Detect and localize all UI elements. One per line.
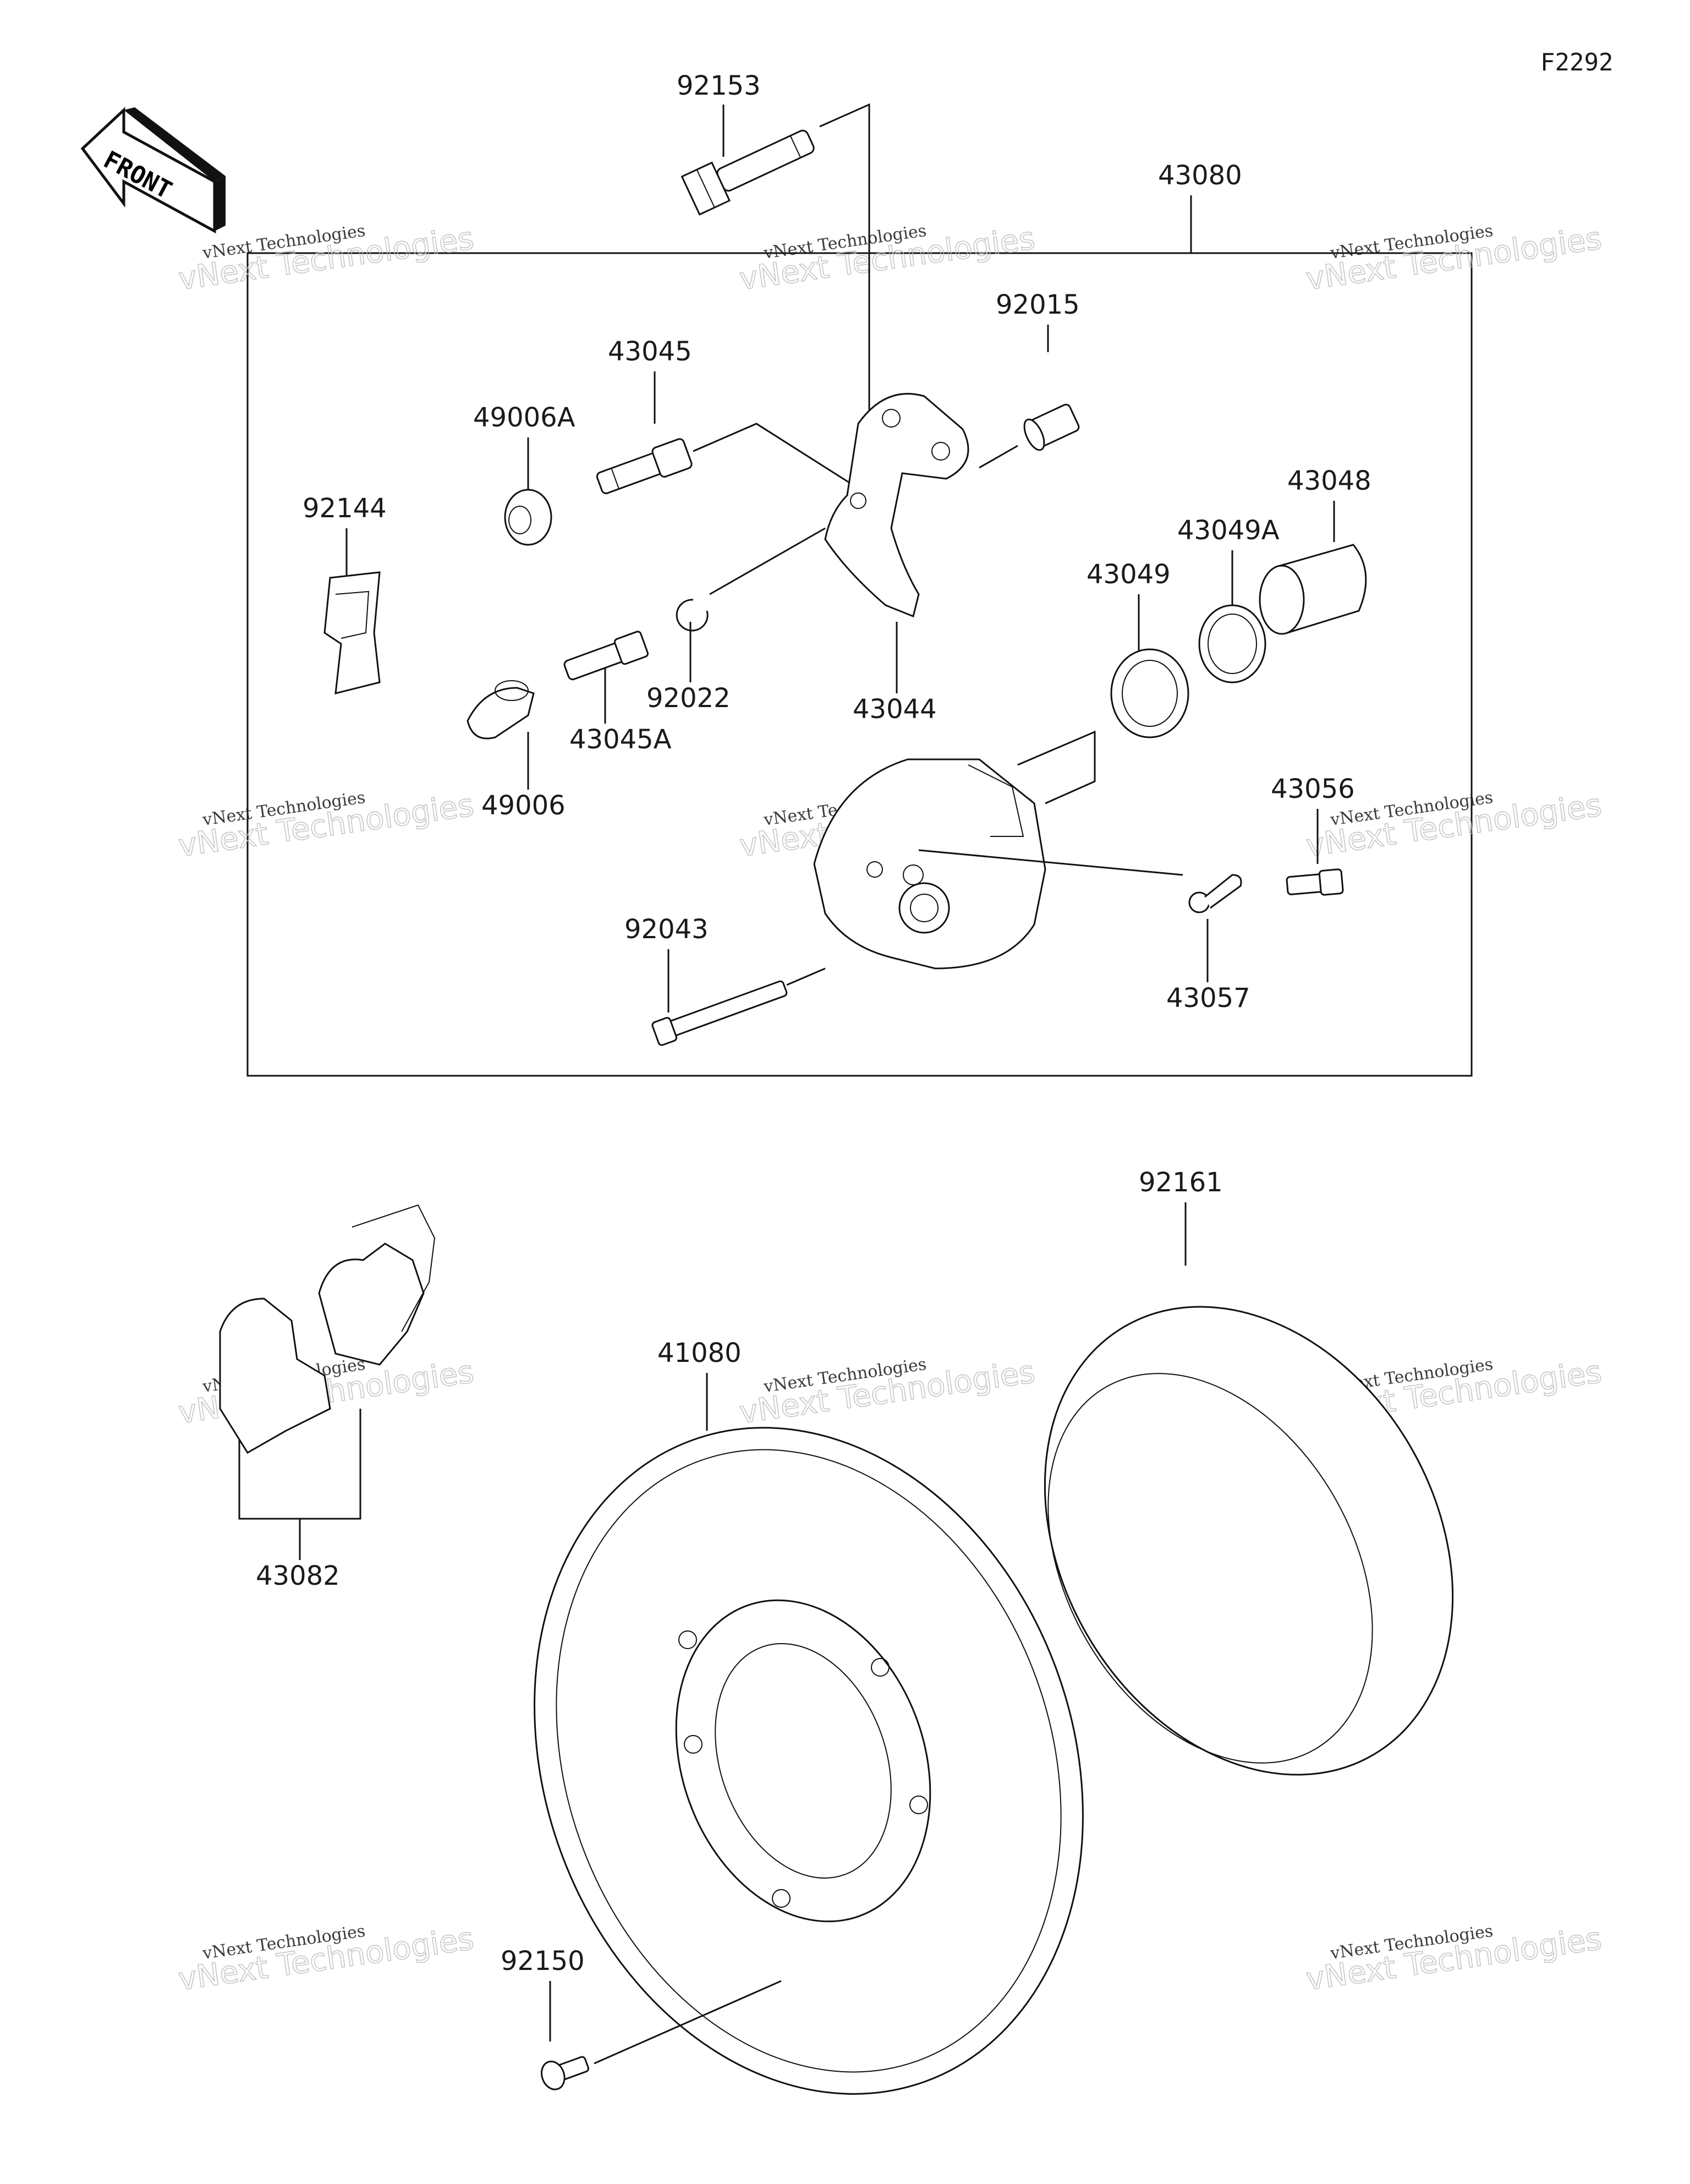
pin-43045A-icon — [563, 631, 649, 681]
brake-disc-41080-icon — [534, 1427, 1084, 2095]
part-label-43049: 43049 — [1087, 559, 1171, 663]
svg-text:92015: 92015 — [996, 289, 1080, 320]
bleeder-valve-43056-icon — [1286, 868, 1344, 896]
part-label-43044: 43044 — [853, 622, 937, 725]
watermark: vNext Technologies vNext Technologies — [176, 1920, 477, 1998]
watermark: vNext Technologies vNext Technologies — [1304, 1920, 1605, 1998]
ring-92161-icon — [1044, 1306, 1454, 1776]
svg-text:43049: 43049 — [1087, 559, 1171, 590]
leader-92153 — [819, 103, 870, 440]
part-label-43045A: 43045A — [569, 666, 672, 755]
svg-text:43045A: 43045A — [569, 724, 672, 755]
part-label-41080: 41080 — [657, 1338, 742, 1431]
part-label-92153: 92153 — [677, 70, 761, 157]
brake-pads-43082-icon — [219, 1204, 436, 1454]
svg-text:92153: 92153 — [677, 70, 761, 101]
watermark: vNext Technologies vNext Technologies — [176, 787, 477, 864]
part-label-43045: 43045 — [608, 336, 692, 424]
svg-text:92161: 92161 — [1139, 1167, 1223, 1198]
caliper-assembly-box — [246, 252, 1473, 1077]
part-label-92144: 92144 — [303, 493, 387, 581]
svg-text:92022: 92022 — [646, 683, 731, 714]
svg-text:43082: 43082 — [256, 1561, 340, 1591]
svg-text:41080: 41080 — [657, 1338, 742, 1369]
pad-spring-92144-icon — [323, 571, 381, 694]
seal-43049-icon — [1110, 648, 1189, 738]
diagram-reference-code: F2292 — [1540, 48, 1613, 76]
bracket-43044-icon — [824, 393, 969, 618]
piston-43048-icon — [1259, 544, 1367, 635]
svg-text:92144: 92144 — [303, 493, 387, 524]
svg-text:49006A: 49006A — [473, 402, 575, 433]
watermark: vNext Technologies vNext Technologies — [737, 1354, 1038, 1431]
sleeve-92015-icon — [1023, 403, 1080, 451]
svg-text:43048: 43048 — [1287, 466, 1371, 496]
svg-text:43080: 43080 — [1158, 160, 1242, 191]
svg-text:49006: 49006 — [481, 790, 566, 821]
boot-49006-icon — [467, 680, 535, 740]
svg-text:43045: 43045 — [608, 336, 692, 367]
svg-text:43056: 43056 — [1271, 774, 1355, 804]
svg-text:92043: 92043 — [624, 914, 709, 945]
part-label-43080: 43080 — [1158, 160, 1242, 253]
boot-49006A-icon — [504, 489, 552, 546]
svg-text:92150: 92150 — [501, 1946, 585, 1977]
part-label-43049A: 43049A — [1177, 515, 1280, 611]
svg-text:43057: 43057 — [1166, 983, 1250, 1014]
svg-text:43044: 43044 — [853, 694, 937, 725]
part-label-43056: 43056 — [1271, 774, 1355, 864]
disc-bolt-92150-icon — [541, 2056, 589, 2090]
seal-43049A-icon — [1198, 604, 1266, 683]
part-label-92015: 92015 — [996, 289, 1080, 352]
pin-bolt-92043-icon — [651, 980, 788, 1046]
part-label-43057: 43057 — [1166, 919, 1250, 1014]
front-arrow-icon: FRONT — [80, 107, 226, 234]
part-label-92022: 92022 — [646, 622, 731, 714]
part-label-43048: 43048 — [1287, 466, 1371, 542]
part-label-43082: 43082 — [238, 1409, 361, 1591]
part-label-49006A: 49006A — [473, 402, 575, 495]
part-label-92161: 92161 — [1139, 1167, 1223, 1266]
part-label-49006: 49006 — [481, 732, 566, 821]
bolt-92153-icon — [681, 129, 815, 216]
part-label-92043: 92043 — [624, 914, 709, 1012]
pin-43045-icon — [596, 438, 693, 495]
part-label-92150: 92150 — [501, 1946, 585, 2041]
svg-text:43049A: 43049A — [1177, 515, 1280, 546]
circlip-92022-icon — [676, 599, 709, 632]
watermark: vNext Technologies vNext Technologies — [1304, 220, 1605, 298]
bleeder-cap-43057-icon — [1188, 874, 1242, 913]
watermark: vNext Technologies vNext Technologies — [737, 220, 1038, 298]
caliper-body-icon — [813, 758, 1046, 970]
